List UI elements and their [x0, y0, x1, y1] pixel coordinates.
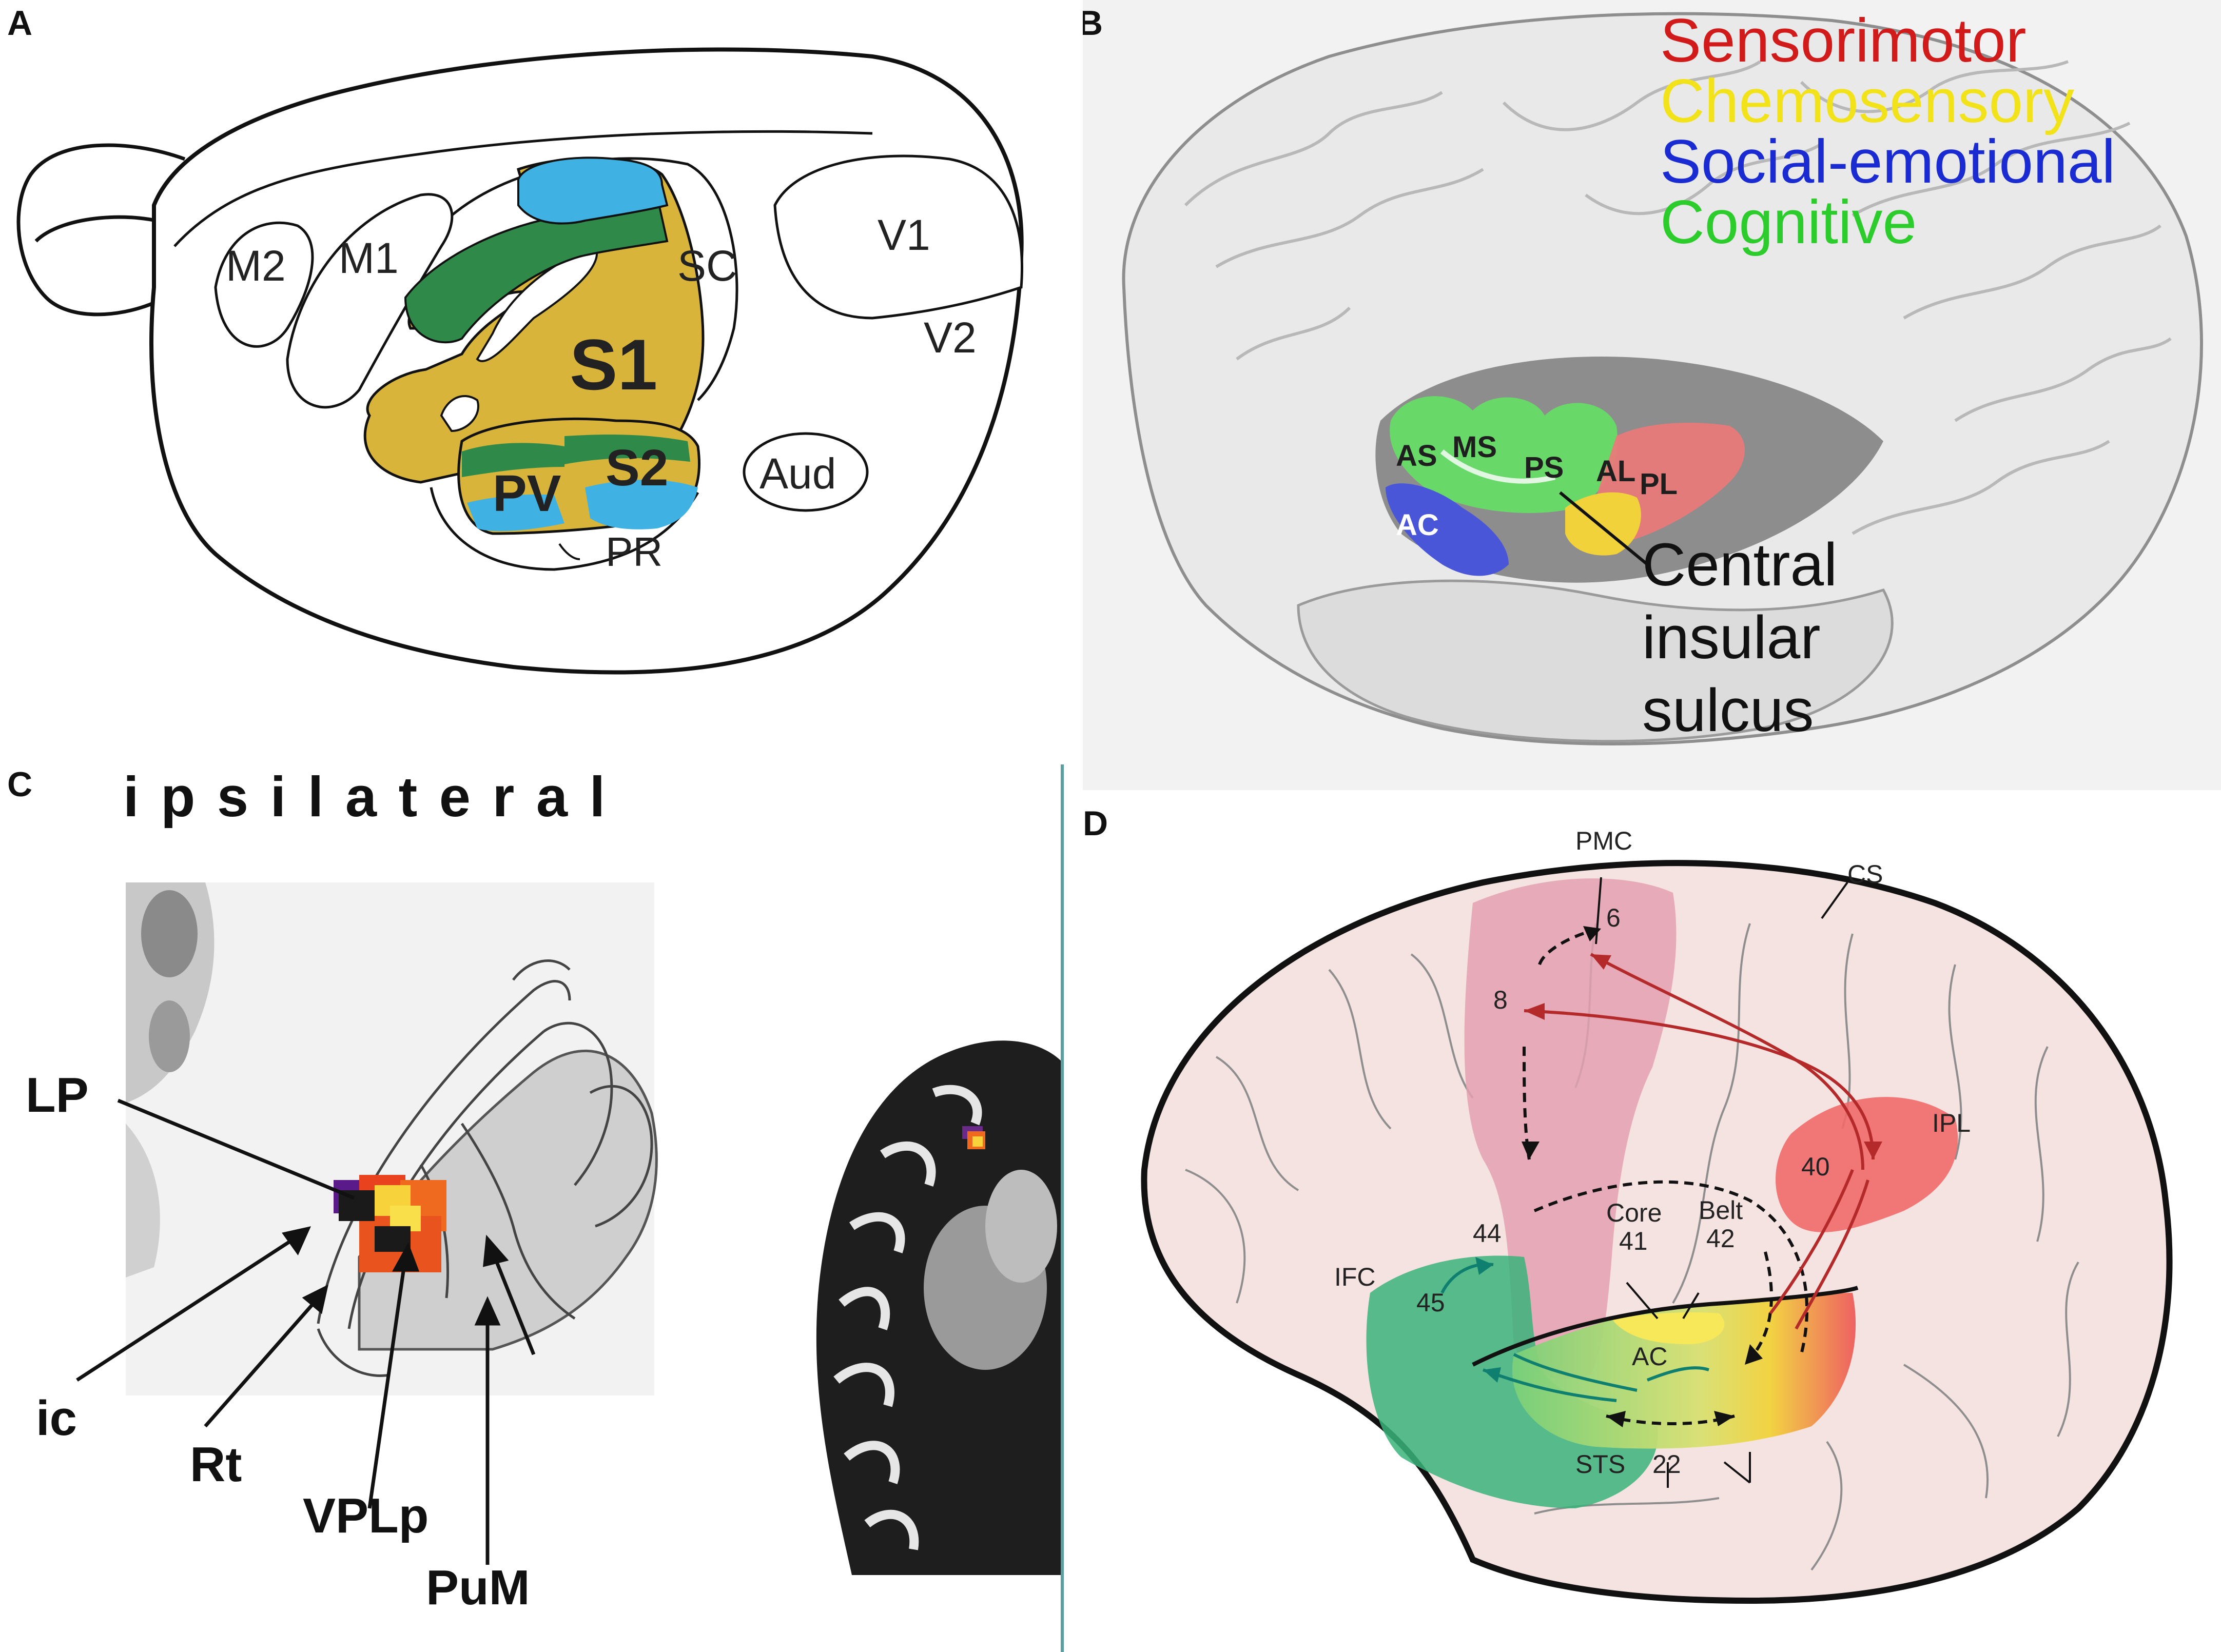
insula-legend: Sensorimotor Chemosensory Social-emotion… — [1660, 6, 2116, 257]
region-label-pl: PL — [1640, 467, 1678, 501]
region-label-ps: PS — [1524, 451, 1564, 484]
region-label-pr: PR — [606, 529, 663, 575]
legend-sensorimotor: Sensorimotor — [1660, 6, 2027, 75]
auditory-pathway-diagram — [1141, 860, 2173, 1604]
region-label-as: AS — [1396, 439, 1437, 473]
panel-label-a: A — [7, 4, 33, 43]
annotation-line-1: Central — [1642, 531, 1838, 599]
label-core: Core — [1606, 1198, 1662, 1227]
label-area-40: 40 — [1801, 1152, 1830, 1181]
legend-cognitive: Cognitive — [1660, 188, 1917, 257]
panel-label-c: C — [7, 765, 33, 804]
region-label-s2: S2 — [606, 439, 669, 497]
label-area-6: 6 — [1606, 903, 1621, 932]
human-insula-diagram — [1083, 0, 2221, 790]
region-label-sc: SC — [677, 242, 737, 290]
annotation-line-3: sulcus — [1642, 677, 1814, 744]
label-ic: ic — [36, 1391, 77, 1446]
panel-b: B Sensorimotor Chemosensory Social-emoti… — [1083, 0, 2221, 790]
panel-c-title: i p s i l a t e r a l — [123, 765, 609, 829]
label-area-22: 22 — [1652, 1450, 1681, 1479]
label-lp: LP — [26, 1068, 89, 1123]
region-label-pv: PV — [493, 465, 561, 522]
legend-chemosensory: Chemosensory — [1660, 67, 2075, 135]
region-label-aud: Aud — [759, 449, 836, 498]
region-label-ms: MS — [1452, 430, 1497, 464]
label-area-8: 8 — [1493, 986, 1508, 1014]
label-ipl: IPL — [1932, 1109, 1971, 1137]
legend-social-emotional: Social-emotional — [1660, 127, 2116, 196]
label-rt: Rt — [190, 1437, 242, 1492]
label-area-42: 42 — [1706, 1224, 1735, 1253]
panel-c: C i p s i l a t e r a l LP ic Rt VPLp Pu… — [0, 764, 1078, 1652]
label-pmc: PMC — [1575, 827, 1633, 855]
panel-label-d: D — [1083, 804, 1108, 843]
label-sts: STS — [1575, 1450, 1626, 1479]
region-label-s1: S1 — [570, 324, 658, 405]
panel-label-b: B — [1083, 4, 1103, 43]
region-label-m1: M1 — [339, 234, 399, 282]
panel-a: A M2 M1 SC S1 S2 PV PR Aud V1 V2 — [0, 0, 1073, 759]
region-label-m2: M2 — [226, 242, 286, 290]
label-ifc: IFC — [1334, 1263, 1376, 1291]
label-belt: Belt — [1699, 1196, 1743, 1225]
rodent-brain-diagram — [16, 47, 1024, 675]
thalamus-activation-figure — [76, 764, 1064, 1652]
central-insular-sulcus-annotation: Central insular sulcus — [1642, 528, 1837, 747]
region-label-ac: AC — [1396, 508, 1439, 542]
region-label-v2: V2 — [924, 313, 977, 362]
region-label-al: AL — [1596, 455, 1636, 488]
label-area-41: 41 — [1619, 1227, 1648, 1255]
panel-d: D PMC CS 6 8 IPL 40 Core 41 Belt 42 44 I… — [1083, 800, 2221, 1652]
label-ac: AC — [1632, 1342, 1668, 1371]
region-label-v1: V1 — [878, 211, 930, 259]
label-vplp: VPLp — [303, 1488, 429, 1543]
annotation-line-2: insular — [1642, 604, 1821, 672]
label-pum: PuM — [426, 1560, 530, 1615]
label-cs: CS — [1847, 860, 1883, 889]
label-area-44: 44 — [1473, 1219, 1502, 1248]
label-area-45: 45 — [1416, 1288, 1445, 1317]
